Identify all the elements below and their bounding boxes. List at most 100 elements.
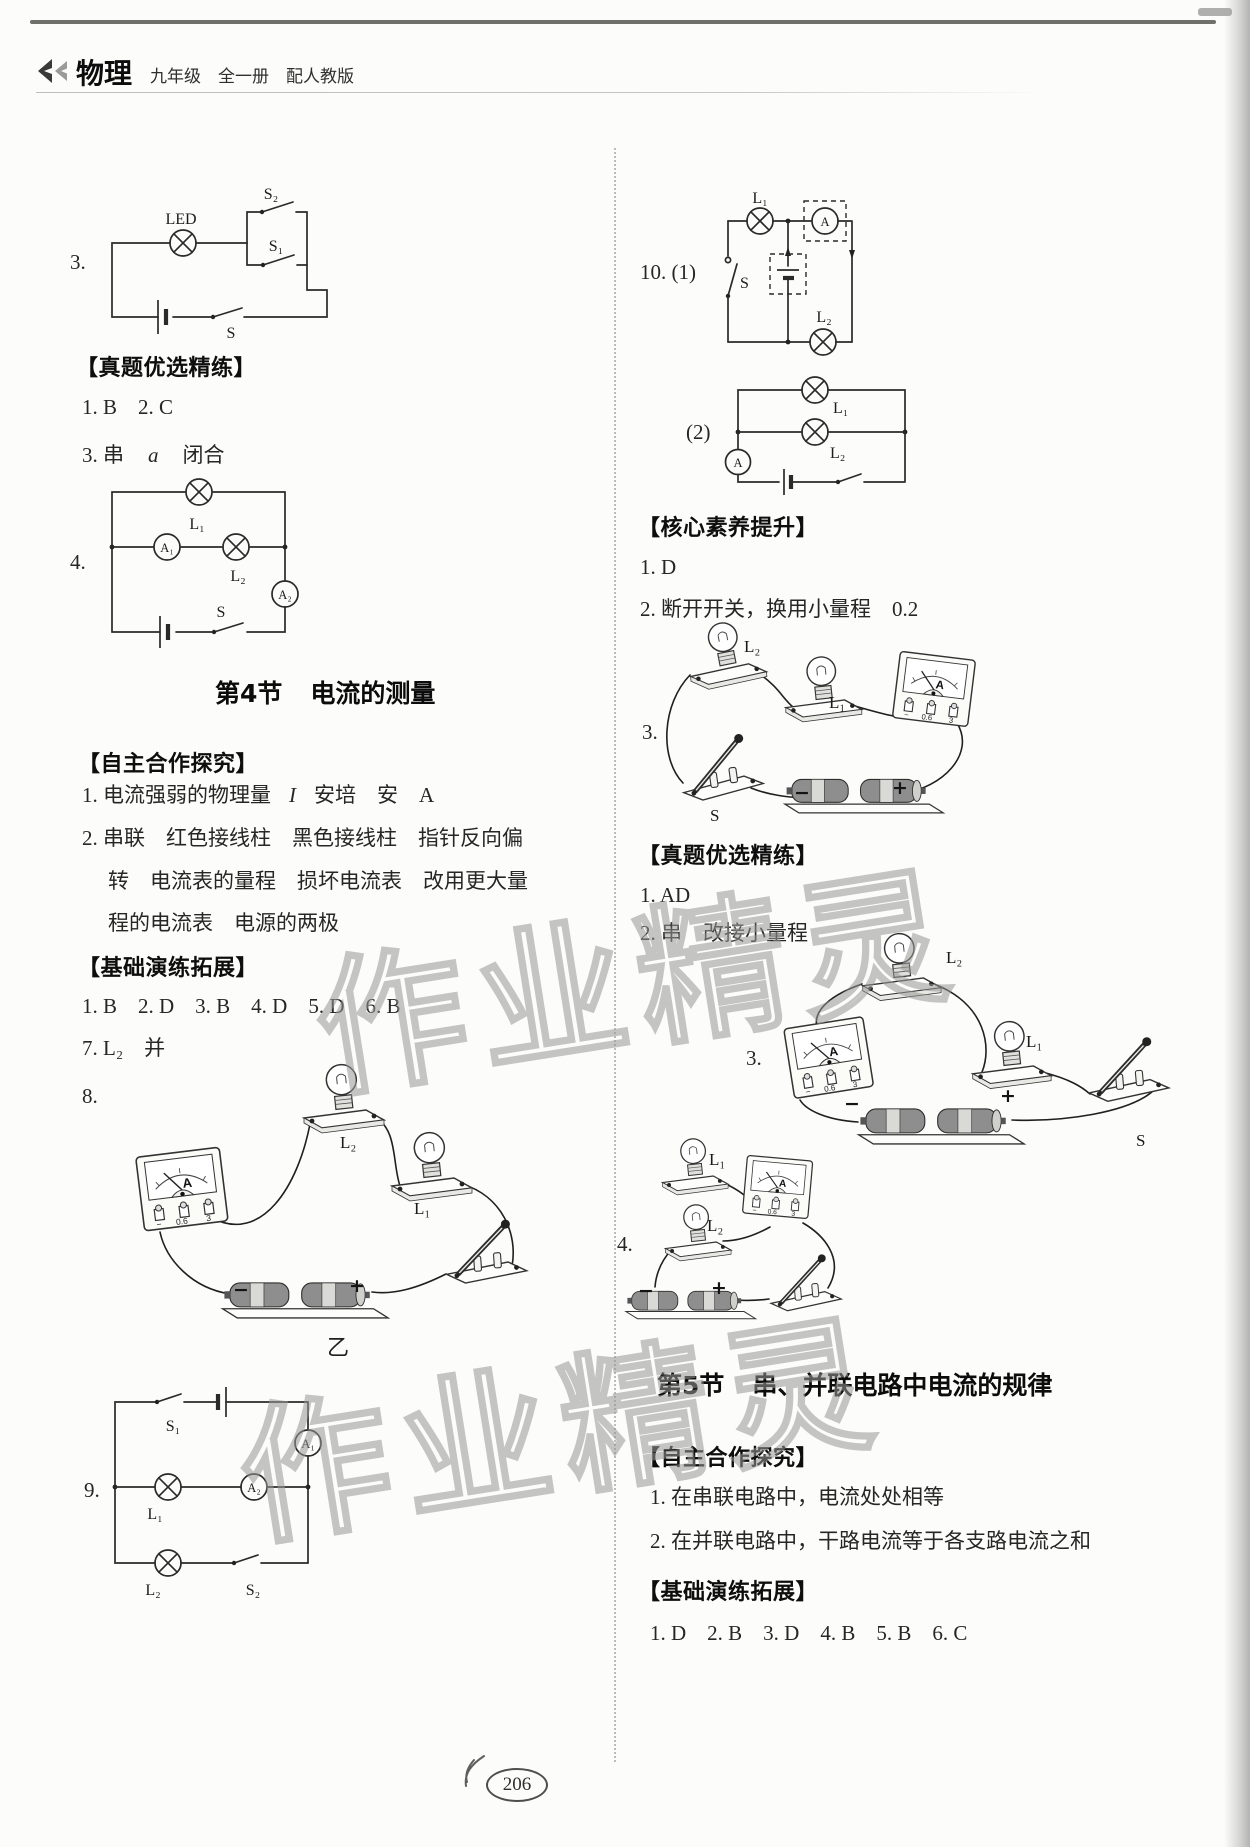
label-l1: L₁ bbox=[829, 693, 845, 712]
answer-line: 1. AD bbox=[640, 883, 691, 907]
answer-line: 3. 串 a 闭合 bbox=[82, 442, 225, 468]
ammeter: A − 0.6 3 bbox=[134, 1146, 229, 1232]
ammeter-a-label: A bbox=[778, 1178, 787, 1190]
label-l1: L₁ bbox=[1026, 1032, 1042, 1051]
label-s: S bbox=[217, 604, 226, 621]
header-rule bbox=[36, 92, 1046, 93]
ammeter-range1: 0.6 bbox=[823, 1083, 836, 1094]
column-divider bbox=[614, 148, 616, 1762]
label-a1: A₁ bbox=[160, 541, 173, 555]
answer-line: 1. D 2. B 3. D 4. B 5. B 6. C bbox=[650, 1621, 968, 1645]
question-number: 4. bbox=[70, 550, 86, 574]
question-number: 3. bbox=[746, 1046, 762, 1070]
label-s: S bbox=[227, 325, 236, 342]
answer-line: 1. 在串联电路中，电流处处相等 bbox=[650, 1485, 944, 1509]
label-l1: L₁ bbox=[833, 400, 848, 417]
header-meta: 九年级 全一册 配人教版 bbox=[150, 67, 354, 87]
ammeter-range2: 3 bbox=[852, 1080, 858, 1090]
answer-line: 2. 在并联电路中，干路电流等于各支路电流之和 bbox=[650, 1529, 1091, 1553]
answer-part: 安培 安 A bbox=[314, 783, 435, 807]
bulb-l2 bbox=[303, 1062, 385, 1134]
experiment-picture-zhenti3: A − 0.6 3 L₂ L₁ S − + bbox=[782, 931, 1182, 1150]
label-plus: + bbox=[349, 1275, 365, 1297]
label-s1: S₁ bbox=[269, 238, 283, 255]
answer-line: 2. 串联 红色接线柱 黑色接线柱 指针反向偏 bbox=[82, 826, 523, 850]
label-l2: L₂ bbox=[830, 445, 845, 462]
label-a2: A₂ bbox=[278, 588, 291, 602]
question-number: 9. bbox=[84, 1478, 100, 1502]
section-title-num: 第5节 bbox=[657, 1371, 725, 1400]
ammeter: A − 0.6 3 bbox=[741, 1154, 814, 1220]
section-title: 第5节 串、并联电路中电流的规律 bbox=[657, 1366, 1052, 1402]
ammeter: A − 0.6 3 bbox=[782, 1015, 875, 1100]
experiment-picture-hexin3: A − 0.6 3 L₂ L₁ S − + bbox=[666, 617, 977, 825]
answer-line: 1. D bbox=[640, 555, 677, 579]
answer-part: 闭合 bbox=[182, 443, 225, 467]
answer-italic: I bbox=[289, 783, 296, 807]
answer-line: 转 电流表的量程 损坏电流表 改用更大量 bbox=[108, 869, 528, 893]
question-number: 8. bbox=[82, 1084, 98, 1108]
ammeter-range2: 3 bbox=[206, 1213, 212, 1224]
experiment-picture-q8: A − 0.6 3 L₂ L₁ − + bbox=[134, 1062, 542, 1319]
ammeter-minus: − bbox=[904, 710, 910, 720]
answer-line: 2. 串 改接小量程 bbox=[640, 921, 808, 945]
experiment-picture-zhenti4: A − 0.6 3 L₁ L₂ − + bbox=[625, 1137, 875, 1320]
section-heading: 【真题优选精练】 bbox=[76, 356, 257, 381]
label-l1: L₁ bbox=[414, 1199, 430, 1218]
answer-line: 7. L₂ 并 bbox=[82, 1036, 166, 1060]
switch bbox=[677, 731, 765, 802]
bulb-l1 bbox=[391, 1130, 473, 1202]
ammeter-minus: − bbox=[805, 1087, 811, 1097]
label-plus: + bbox=[1000, 1085, 1016, 1107]
scan-speck bbox=[1198, 8, 1232, 16]
label-l2: L₂ bbox=[946, 948, 962, 967]
label-s: S bbox=[710, 806, 719, 825]
section-heading: 【基础演练拓展】 bbox=[638, 1580, 819, 1605]
ammeter: A − 0.6 3 bbox=[891, 650, 977, 728]
answer-line: 2. 断开开关，换用小量程 0.2 bbox=[640, 597, 919, 621]
label-l1: L₁ bbox=[189, 516, 204, 533]
label-led: LED bbox=[165, 211, 196, 228]
label-a: A bbox=[733, 456, 742, 470]
bulb-l1 bbox=[971, 1019, 1052, 1090]
label-l2: L₂ bbox=[707, 1216, 723, 1235]
question-number: 3. bbox=[642, 720, 658, 744]
answer-part: 3. 串 bbox=[82, 443, 124, 467]
label-l2: L₂ bbox=[145, 1582, 160, 1599]
label-l2: L₂ bbox=[230, 568, 245, 585]
label-s2: S₂ bbox=[246, 1582, 260, 1599]
scan-torn-edge bbox=[1224, 0, 1250, 1847]
label-s2: S₂ bbox=[264, 186, 278, 203]
label-l2: L₂ bbox=[744, 637, 760, 656]
answer-part: 1. 电流强弱的物理量 bbox=[82, 783, 271, 807]
section-title: 第4节 电流的测量 bbox=[215, 674, 435, 710]
label-plus: + bbox=[892, 777, 908, 799]
circuit-q10-2-svg: L₁ L₂ A bbox=[724, 376, 908, 495]
bulb-l2 bbox=[861, 931, 942, 1002]
section-heading: 【真题优选精练】 bbox=[638, 844, 819, 869]
answer-line: 1. B 2. C bbox=[82, 395, 174, 419]
section-title-num: 第4节 bbox=[215, 679, 283, 708]
label-l2: L₂ bbox=[340, 1133, 356, 1152]
question-number: (2) bbox=[686, 420, 711, 444]
circuit-q3-svg: LED S₂ S₁ S bbox=[111, 186, 328, 342]
page-number: 206 bbox=[486, 1768, 548, 1802]
question-number: 3. bbox=[70, 250, 86, 274]
label-minus: − bbox=[638, 1280, 654, 1302]
picture-caption: 乙 bbox=[327, 1335, 350, 1360]
battery-pack bbox=[857, 1108, 1025, 1145]
label-s: S bbox=[740, 275, 749, 292]
label-s1: S₁ bbox=[166, 1418, 180, 1435]
double-arrow-icon bbox=[38, 59, 67, 83]
answer-italic: a bbox=[148, 443, 159, 467]
ammeter-range1: 0.6 bbox=[767, 1209, 777, 1217]
section-heading: 【自主合作探究】 bbox=[78, 752, 259, 777]
ammeter-range1: 0.6 bbox=[175, 1216, 188, 1227]
label-a2: A₂ bbox=[247, 1481, 260, 1495]
label-minus: − bbox=[233, 1279, 249, 1301]
label-a: A bbox=[820, 215, 829, 229]
ammeter-minus: − bbox=[156, 1219, 162, 1230]
ammeter-range1: 0.6 bbox=[921, 712, 933, 722]
label-minus: − bbox=[844, 1093, 860, 1115]
